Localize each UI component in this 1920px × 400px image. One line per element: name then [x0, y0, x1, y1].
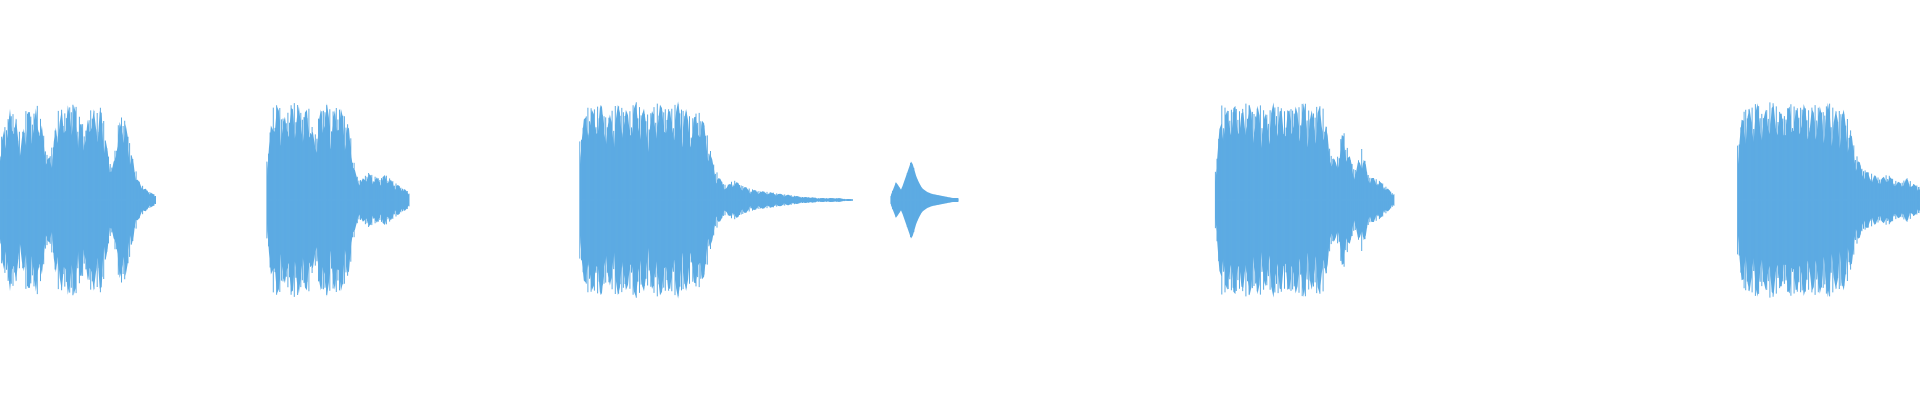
waveform-segment-4[interactable] — [890, 161, 959, 239]
waveform-segments — [0, 101, 1920, 299]
waveform-segment-6[interactable] — [1737, 102, 1920, 298]
waveform-segment-2[interactable] — [266, 103, 410, 297]
waveform-segment-3[interactable] — [579, 101, 853, 299]
waveform-segment-5[interactable] — [1214, 102, 1395, 298]
waveform-segment-1[interactable] — [0, 104, 156, 296]
